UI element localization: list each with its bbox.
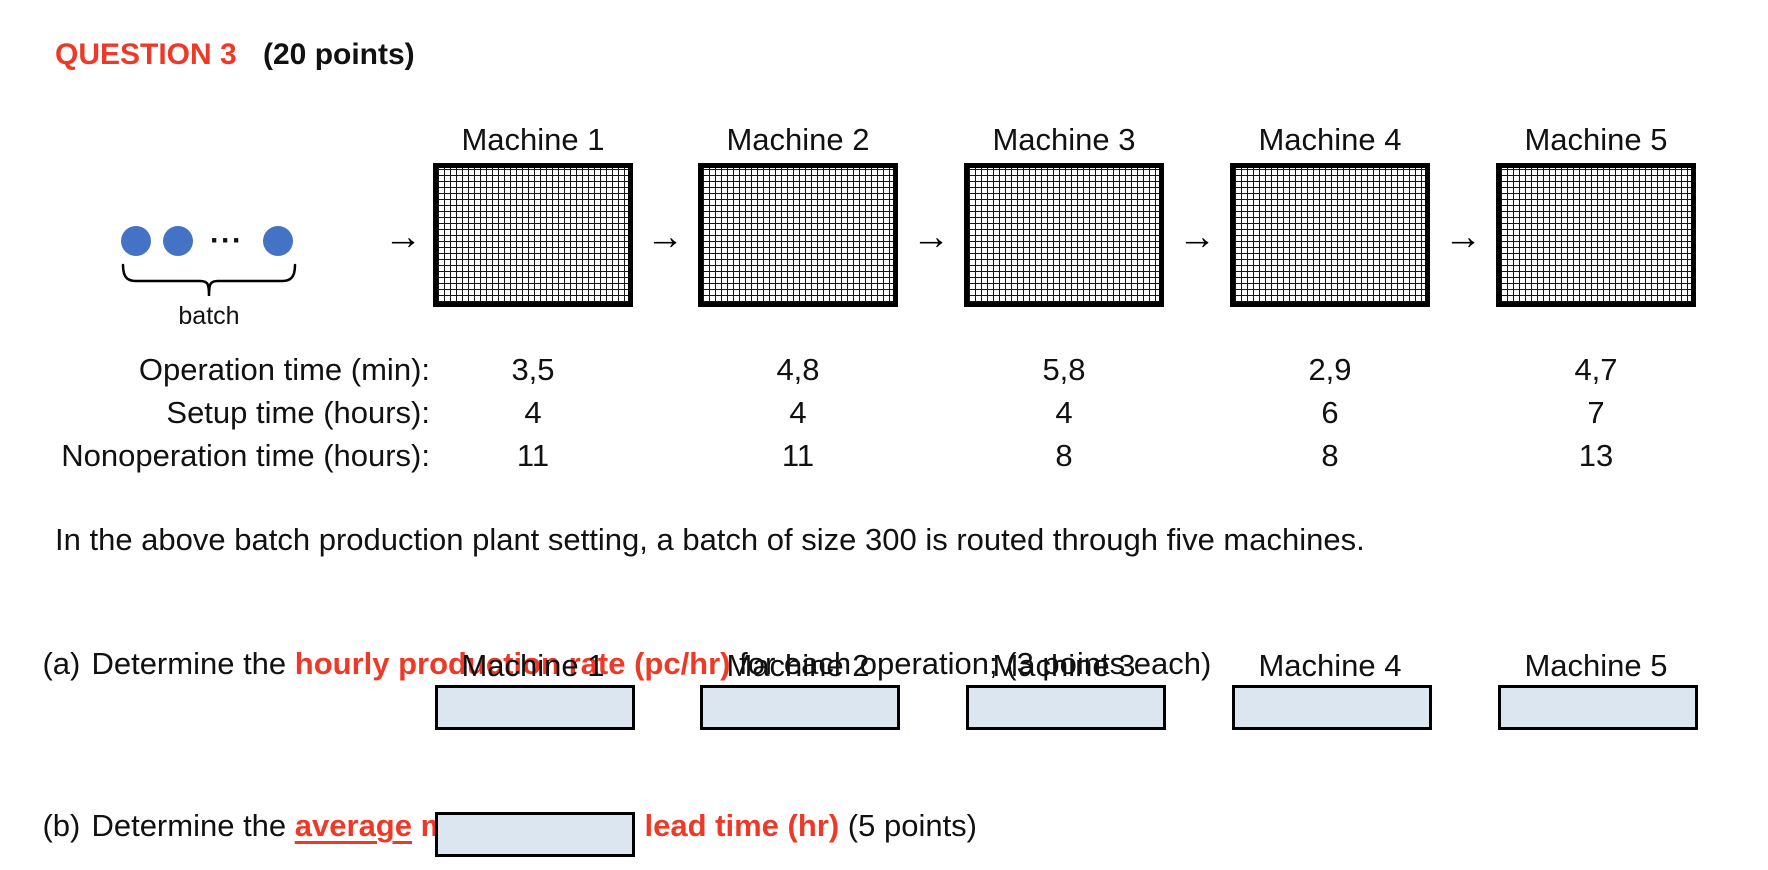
machine-2-box (698, 163, 898, 307)
question-a-text-before: Determine the (91, 646, 295, 681)
answer-a-machine-4-label: Machine 4 (1258, 648, 1402, 683)
operation-time-m4: 2,9 (1308, 352, 1352, 387)
setup-time-m4: 6 (1321, 395, 1339, 430)
nonoperation-time-m5: 13 (1578, 438, 1614, 473)
flow-arrow-icon: → (646, 216, 684, 258)
ellipsis-dots: ··· (210, 224, 243, 257)
batch-part-dot-icon (121, 226, 151, 256)
row-label-setup-time: Setup time (hours): (166, 395, 430, 430)
batch-brace-icon (121, 263, 297, 297)
nonoperation-time-m1: 11 (516, 438, 550, 473)
machine-4-box (1230, 163, 1430, 307)
operation-time-m2: 4,8 (776, 352, 820, 387)
batch-part-dot-icon (163, 226, 193, 256)
answer-box-a-machine-1[interactable] (435, 685, 635, 730)
setup-time-m3: 4 (1055, 395, 1073, 430)
flow-arrow-icon: → (384, 216, 422, 258)
row-label-nonoperation-time: Nonoperation time (hours): (61, 438, 430, 473)
answer-box-a-machine-2[interactable] (700, 685, 900, 730)
question-number: QUESTION 3 (55, 38, 237, 71)
question-b-highlight-underlined: average (294, 808, 412, 843)
question-a-line: (a) Determine the hourly production rate … (8, 610, 1211, 718)
question-b-text-after: (5 points) (839, 808, 978, 843)
question-a-highlight: hourly production rate (pc/hr) (294, 646, 731, 681)
flow-arrow-icon: → (912, 216, 950, 258)
flow-arrow-icon: → (1444, 216, 1482, 258)
question-b-text-before: Determine the (91, 808, 295, 843)
setup-time-m5: 7 (1587, 395, 1605, 430)
operation-time-m3: 5,8 (1042, 352, 1086, 387)
machine-3-label: Machine 3 (992, 122, 1136, 157)
row-label-operation-time: Operation time (min): (138, 352, 430, 387)
nonoperation-time-m2: 11 (781, 438, 815, 473)
question-points: (20 points) (263, 38, 415, 71)
machine-1-label: Machine 1 (461, 122, 605, 157)
answer-a-machine-2-label: Machine 2 (726, 648, 870, 683)
intro-paragraph: In the above batch production plant sett… (55, 522, 1365, 557)
answer-box-a-machine-3[interactable] (966, 685, 1166, 730)
answer-box-a-machine-4[interactable] (1232, 685, 1432, 730)
machine-3-box (964, 163, 1164, 307)
question-a-tag: (a) (42, 646, 81, 681)
flow-arrow-icon: → (1178, 216, 1216, 258)
batch-part-dot-icon (263, 226, 293, 256)
machine-4-label: Machine 4 (1258, 122, 1402, 157)
batch-label: batch (178, 302, 240, 330)
answer-box-b-lead-time[interactable] (435, 812, 635, 857)
answer-a-machine-3-label: Machine 3 (992, 648, 1136, 683)
question-b-tag: (b) (42, 808, 81, 843)
nonoperation-time-m3: 8 (1055, 438, 1073, 473)
operation-time-m1: 3,5 (511, 352, 555, 387)
setup-time-m2: 4 (789, 395, 807, 430)
question-a-text-after: for each operation; (3 points each) (730, 646, 1212, 681)
machine-5-label: Machine 5 (1524, 122, 1668, 157)
machine-5-box (1496, 163, 1696, 307)
answer-a-machine-1-label: Machine 1 (461, 648, 605, 683)
machine-1-box (433, 163, 633, 307)
machine-2-label: Machine 2 (726, 122, 870, 157)
setup-time-m1: 4 (524, 395, 542, 430)
answer-box-a-machine-5[interactable] (1498, 685, 1698, 730)
answer-a-machine-5-label: Machine 5 (1524, 648, 1668, 683)
operation-time-m5: 4,7 (1574, 352, 1618, 387)
nonoperation-time-m4: 8 (1321, 438, 1339, 473)
